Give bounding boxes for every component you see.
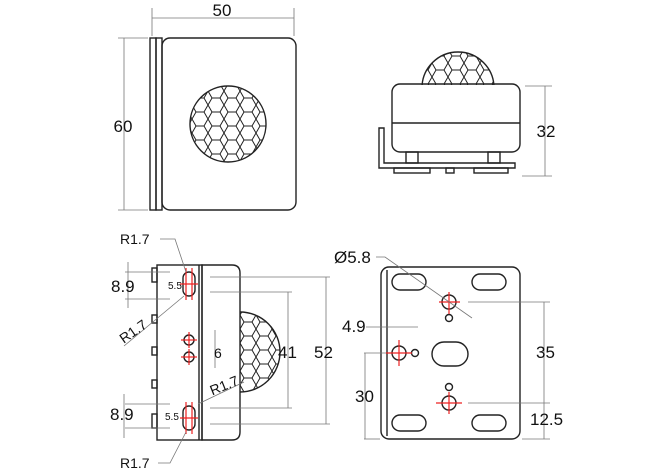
dim-bottom-offset: 8.9 [110, 405, 134, 424]
dim-radius-top: R1.7 [120, 231, 150, 247]
front-view: 50 60 [114, 1, 297, 211]
dim-hole-height: 30 [355, 387, 374, 406]
dim-slot-span: 41 [278, 343, 297, 362]
dim-hole-pitch: 6 [214, 345, 222, 361]
dim-slot-bottom: 5.5 [165, 412, 179, 423]
dim-radius-mid: R1.7 [116, 316, 150, 346]
dim-top-offset: 8.9 [111, 277, 135, 296]
dim-side-height: 32 [537, 122, 556, 141]
bracket-view: Ø5.8 4.9 30 35 12.5 [334, 248, 563, 440]
fresnel-lens-icon [189, 85, 267, 163]
dim-radius-right: R1.7 [207, 372, 241, 398]
dim-edge-offset: 4.9 [342, 317, 366, 336]
rear-view: 8.9 8.9 5.5 5.5 6 41 52 R1.7 R1.7 R1.7 R… [110, 231, 333, 471]
fresnel-lens-icon [240, 311, 281, 393]
dim-height: 60 [114, 117, 133, 136]
dim-radius-bottom: R1.7 [120, 455, 150, 471]
dim-bottom-offset: 12.5 [530, 410, 563, 429]
fresnel-dome-icon [421, 51, 495, 85]
dim-slot-top: 5.5 [168, 281, 182, 292]
dim-overall-height: 52 [314, 343, 333, 362]
dim-hole-spacing: 35 [536, 343, 555, 362]
side-view: 32 [378, 51, 556, 177]
dim-hole-diameter: Ø5.8 [334, 248, 371, 267]
dim-width: 50 [213, 1, 232, 20]
